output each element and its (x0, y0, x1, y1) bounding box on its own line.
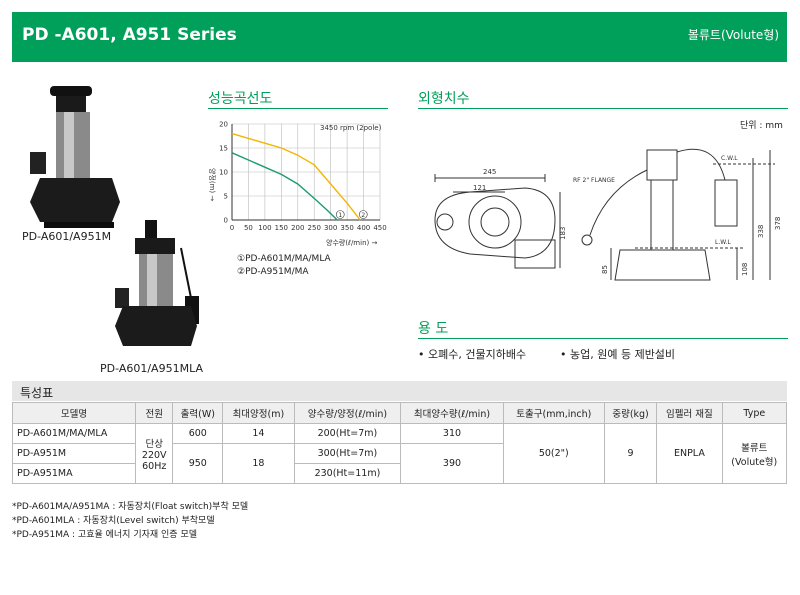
type-cell: 볼류트 (Volute형) (721, 423, 788, 484)
spec-title-bar: 특성표 (12, 381, 787, 401)
output-cell: 600 (172, 423, 224, 444)
model-cell: PD-A951MA (11, 463, 137, 484)
footnote: *PD-A951MA : 고효율 에너지 기자재 인증 모델 (12, 530, 198, 540)
usage-section-title: 용 도 (418, 321, 449, 337)
output-cell: 950 (172, 443, 224, 484)
flange-label: RF 2" FLANGE (573, 177, 615, 184)
legend-item-1: ①PD-A601M/MA/MLA (237, 254, 331, 264)
header-banner: PD -A601, A951 Series 볼류트(Volute형) (12, 12, 787, 62)
impeller-cell: ENPLA (656, 423, 723, 484)
x-tick-label: 450 (373, 224, 386, 232)
unit-label: 단위 : mm (740, 121, 783, 131)
dimensions-rule (418, 108, 788, 109)
series-marker-2 (358, 210, 368, 219)
header-max-flow: 최대양수량(ℓ/min) (400, 402, 504, 424)
weight-cell: 9 (603, 423, 658, 484)
pump-image-mla (115, 220, 199, 346)
spec-header-row: 모델명 전원 출력(W) 최대양정(m) 양수량/양정(ℓ/min) 최대양수량… (11, 402, 788, 424)
power-cell: 단상 220V 60Hz (135, 423, 174, 484)
y-tick-label: 20 (219, 121, 228, 129)
dim-183: 183 (559, 227, 567, 240)
flow-cell: 200(Ht=7m) (293, 423, 402, 444)
max-head-cell: 18 (222, 443, 295, 484)
max-head-cell: 14 (222, 423, 295, 444)
header-model: 모델명 (11, 402, 137, 424)
footnote: *PD-A601MA/A951MA : 자동장치(Float switch)부착… (12, 502, 249, 512)
x-tick-label: 350 (340, 224, 353, 232)
table-row: PD-A601M/MA/MLA 단상 220V 60Hz 600 14 200(… (11, 423, 788, 484)
lwl-label: L.W.L (715, 239, 731, 246)
x-tick-label: 200 (291, 224, 304, 232)
side-view-drawing (581, 148, 775, 281)
flow-cell: 300(Ht=7m) (293, 443, 402, 464)
y-axis-label: 양정(m) → (208, 168, 217, 201)
y-tick-label: 10 (219, 169, 228, 177)
header-max-head: 최대양정(m) (222, 402, 295, 424)
cwl-label: C.W.L (721, 155, 738, 162)
series-marker-label-2: 2 (361, 212, 365, 219)
product-label-m: PD-A601/A951M (22, 230, 112, 243)
series-line-2 (231, 132, 361, 221)
usage-item-2: • 농업, 원예 등 제반설비 (560, 348, 676, 361)
power-line: 60Hz (142, 460, 167, 472)
x-tick-label: 100 (258, 224, 271, 232)
outlet-cell: 50(2") (502, 423, 605, 484)
table-row: PD-A951M 950 18 300(Ht=7m) 390 (11, 443, 787, 484)
header-weight: 중량(kg) (603, 402, 658, 424)
model-cell: PD-A951M (11, 443, 137, 464)
max-flow-cell: 310 (400, 423, 504, 444)
dimension-drawing: 245 121 183 RF 2" FLANGE C.W.L L.W.L 378… (434, 148, 782, 281)
series-marker-label-1: 1 (338, 212, 342, 219)
usage-rule (418, 338, 788, 339)
power-line: 220V (141, 449, 167, 461)
dim-338: 338 (757, 225, 765, 238)
y-tick-label: 15 (219, 145, 228, 153)
x-axis-label: 양수량(ℓ/min) → (326, 239, 377, 247)
power-line: 단상 (145, 438, 163, 450)
header-flow: 양수량/양정(ℓ/min) (293, 402, 402, 424)
header-type: Type (721, 402, 788, 424)
footnotes: *PD-A601MA/A951MA : 자동장치(Float switch)부착… (12, 500, 248, 542)
max-flow-cell: 390 (400, 443, 504, 484)
x-tick-label: 250 (308, 224, 321, 232)
dim-108: 108 (741, 263, 749, 276)
type-line: (Volute형) (731, 456, 778, 468)
x-tick-label: 0 (230, 224, 234, 232)
model-cell: PD-A601M/MA/MLA (11, 423, 137, 444)
flow-cell: 230(Ht=11m) (293, 463, 402, 484)
header-outlet: 토출구(mm,inch) (502, 402, 605, 424)
x-tick-label: 400 (357, 224, 370, 232)
product-label-mla: PD-A601/A951MLA (100, 362, 203, 375)
series-marker-1 (335, 210, 345, 219)
chart-annotation: 3450 rpm (2pole) (320, 124, 382, 132)
dim-378: 378 (774, 217, 782, 230)
dim-85: 85 (601, 265, 609, 274)
y-tick-label: 5 (224, 193, 228, 201)
spec-table: 모델명 전원 출력(W) 최대양정(m) 양수량/양정(ℓ/min) 최대양수량… (11, 402, 788, 484)
x-tick-label: 300 (324, 224, 337, 232)
footnote: *PD-A601MLA : 자동장치(Level switch) 부착모델 (12, 516, 215, 526)
header-impeller: 임펠러 재질 (656, 402, 723, 424)
dim-245: 245 (483, 168, 496, 176)
series-line-1 (231, 152, 338, 221)
header-power: 전원 (135, 402, 174, 424)
performance-rule (208, 108, 388, 109)
top-view-drawing (434, 174, 561, 269)
table-row: PD-A951MA 230(Ht=11m) (11, 463, 787, 484)
type-line: 볼류트 (741, 442, 768, 454)
dimensions-section-title: 외형치수 (418, 91, 470, 107)
pump-image-m (30, 86, 120, 228)
y-tick-label: 0 (224, 217, 228, 225)
x-tick-label: 50 (244, 224, 253, 232)
dim-121: 121 (473, 184, 486, 192)
legend-item-2: ②PD-A951M/MA (237, 267, 309, 277)
x-tick-label: 150 (275, 224, 288, 232)
type-label: 볼류트(Volute형) (687, 28, 779, 42)
usage-item-1: • 오폐수, 건물지하배수 (418, 348, 527, 361)
spec-title: 특성표 (20, 386, 54, 400)
page-title: PD -A601, A951 Series (22, 25, 237, 45)
header-output: 출력(W) (172, 402, 224, 424)
performance-section-title: 성능곡선도 (208, 91, 273, 107)
